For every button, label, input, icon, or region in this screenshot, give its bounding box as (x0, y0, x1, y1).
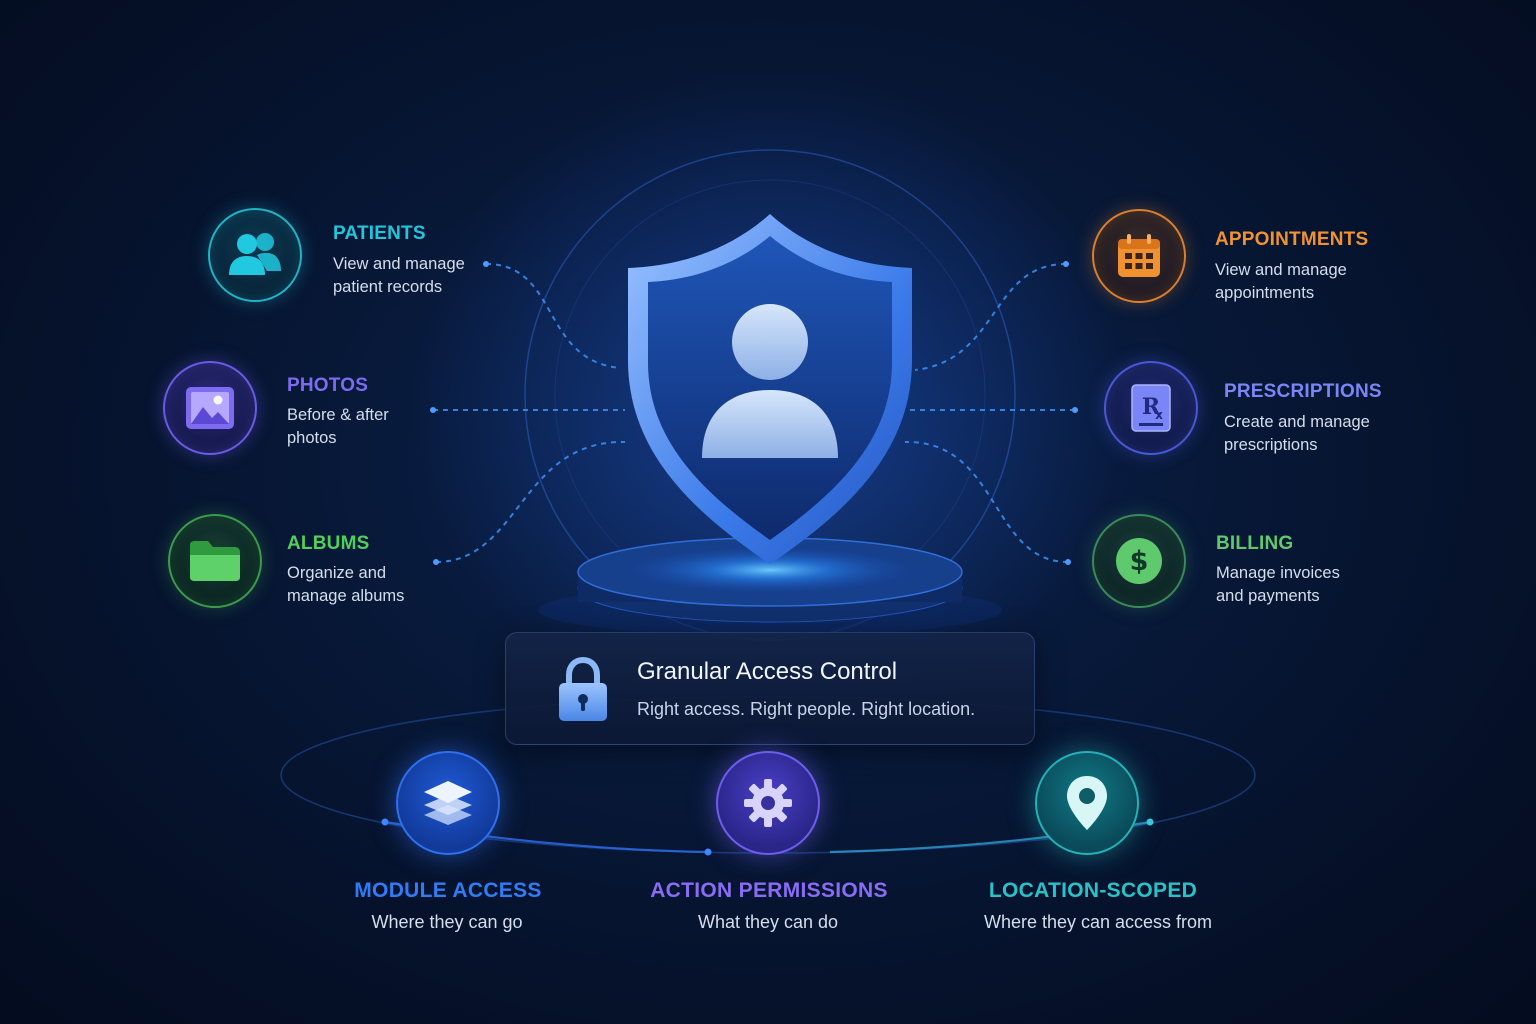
module-description: Manage invoices and payments (1216, 564, 1340, 605)
module-title: PRESCRIPTIONS (1224, 381, 1382, 402)
image-icon (163, 361, 257, 455)
folder-icon (168, 514, 262, 608)
module-description: View and manage appointments (1215, 261, 1347, 302)
rx-icon: R x (1104, 361, 1198, 455)
module-title: ALBUMS (287, 533, 370, 554)
card-subtitle: Right access. Right people. Right locati… (637, 699, 976, 719)
calendar-icon (1092, 209, 1186, 303)
dollar-icon: $ (1092, 514, 1186, 608)
pillar-title: ACTION PERMISSIONS (650, 879, 888, 902)
module-description: Before & after photos (287, 406, 389, 447)
module-title: BILLING (1216, 533, 1294, 554)
svg-text:x: x (1155, 408, 1163, 422)
pillar-title: MODULE ACCESS (354, 879, 542, 902)
access-control-card: Granular Access Control Right access. Ri… (505, 632, 1035, 745)
pillar-title: LOCATION-SCOPED (988, 879, 1198, 902)
module-description: Organize and manage albums (287, 564, 405, 605)
pillar-description: Where they can go (371, 912, 523, 932)
location-pin-icon (1035, 751, 1139, 855)
gear-icon (716, 751, 820, 855)
svg-text:R: R (1142, 394, 1161, 420)
lock-icon (554, 656, 612, 723)
module-description: Create and manage prescriptions (1224, 413, 1370, 454)
shield-user-icon (628, 214, 912, 564)
module-title: APPOINTMENTS (1215, 229, 1369, 250)
module-title: PATIENTS (333, 223, 426, 244)
pillar-description: Where they can access from (983, 912, 1213, 932)
pillar-description: What they can do (697, 912, 839, 932)
layers-icon (396, 751, 500, 855)
svg-text:$: $ (1130, 546, 1149, 577)
module-description: View and manage patient records (333, 255, 465, 296)
module-title: PHOTOS (287, 375, 369, 396)
users-icon (208, 208, 302, 302)
card-title: Granular Access Control (637, 658, 898, 685)
